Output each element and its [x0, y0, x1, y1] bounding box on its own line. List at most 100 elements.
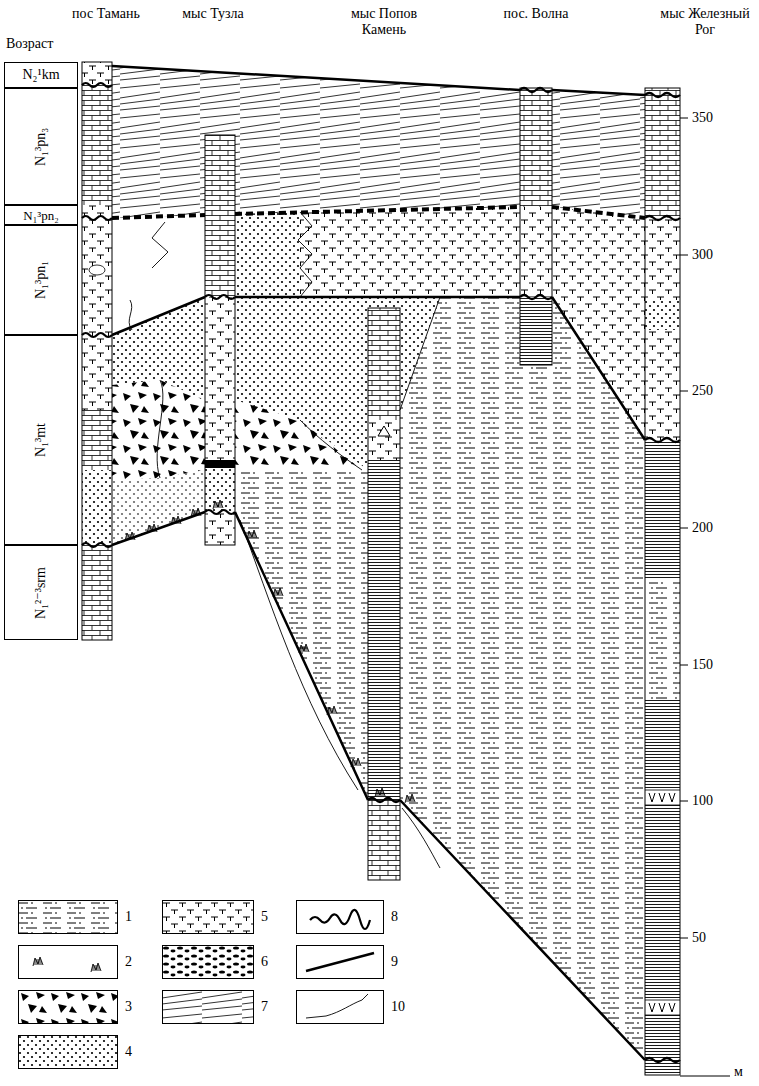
- column-ground: [205, 135, 235, 545]
- algae-symbol: [91, 963, 101, 972]
- section-column: [368, 308, 400, 880]
- clay-layer: [368, 460, 400, 800]
- column-outline: [205, 135, 235, 545]
- swatch-frame: [297, 946, 384, 979]
- clay-region: [235, 470, 368, 800]
- algae-symbol: [33, 957, 43, 966]
- scale-value: 50: [692, 930, 706, 946]
- section-column: [205, 135, 235, 545]
- legend-swatch: [296, 990, 384, 1024]
- clay-layer: [645, 440, 680, 580]
- facies-sample: [306, 994, 368, 1018]
- correlation-line: [112, 297, 645, 440]
- algae-symbol: [125, 532, 135, 541]
- swatch-frame: [297, 991, 384, 1024]
- scale-value: 300: [692, 247, 713, 263]
- pebble-horizon: [112, 207, 645, 218]
- column-ground: [520, 88, 552, 365]
- erosion-surface: [520, 88, 552, 92]
- legend-number: 7: [261, 999, 268, 1015]
- legend-swatch: [18, 900, 118, 934]
- legend-swatch: [296, 900, 384, 934]
- erosion-surface: [645, 216, 680, 220]
- algae-symbol: [273, 588, 283, 597]
- erosion-surface: [520, 295, 552, 299]
- sand-layer: [205, 468, 235, 512]
- facies-boundary: [129, 212, 440, 868]
- erosion-sample: [310, 910, 370, 929]
- age-index: N₁³pn₁: [34, 261, 48, 299]
- erosion-surface: [645, 1058, 680, 1062]
- sand-layer: [82, 470, 112, 545]
- swatch-frame: [163, 991, 254, 1024]
- ash-layer: [645, 790, 680, 805]
- marl-layer: [645, 218, 680, 300]
- limestone-layer: [645, 88, 680, 218]
- scale-ticks: [680, 118, 730, 1076]
- age-box: N₁³mt: [4, 335, 78, 545]
- facies-boundary: [157, 380, 163, 478]
- legend-number: 2: [125, 954, 132, 970]
- correlation-line: [112, 512, 645, 1060]
- legend-number: 3: [125, 999, 132, 1015]
- column-outline: [520, 88, 552, 365]
- clay-region: [400, 297, 645, 1060]
- legend-number: 9: [391, 954, 398, 970]
- age-index: N₂¹km: [22, 68, 59, 82]
- legend-number: 8: [391, 909, 398, 925]
- locality-name: мыс Тузла: [182, 6, 244, 22]
- facies-boundary: [298, 212, 312, 297]
- erosion-surface: [82, 83, 112, 87]
- locality-name: мыс Железный Рог: [657, 6, 753, 38]
- correlation-sample: [306, 953, 374, 971]
- marl-layer: [520, 207, 552, 297]
- legend-swatch: [162, 945, 254, 979]
- sand-region: [112, 470, 205, 545]
- algae-symbol: [171, 516, 181, 525]
- column-ground: [82, 62, 112, 640]
- breccia-region: [235, 400, 362, 470]
- cross-bedded-region: [112, 66, 645, 218]
- scale-tick: [680, 1076, 730, 1077]
- scale-unit: м: [734, 1064, 743, 1080]
- swatch-frame: [19, 1036, 118, 1069]
- breccia-region: [112, 380, 205, 480]
- column-ground: [645, 88, 680, 1075]
- legend-number: 4: [125, 1044, 132, 1060]
- facies-boundary: [129, 300, 132, 330]
- legend-swatch: [18, 945, 118, 979]
- swatch-frame: [19, 901, 118, 934]
- facies-boundary: [400, 297, 440, 410]
- swatch-frame: [163, 901, 254, 934]
- fossil-symbol: [378, 426, 390, 436]
- marl-layer: [368, 420, 400, 460]
- swatch-frame: [19, 946, 118, 979]
- section-column: [82, 62, 112, 640]
- legend-number: 10: [391, 999, 405, 1015]
- algae-symbol: [327, 706, 337, 715]
- facies-boundary: [300, 420, 362, 470]
- erosion-surface: [368, 798, 400, 802]
- legend-swatch: [162, 900, 254, 934]
- scale-tick: [680, 118, 688, 938]
- erosion-surface: [82, 543, 112, 547]
- scale-value: 200: [692, 520, 713, 536]
- locality-name: мыс Попов Камень: [344, 6, 424, 38]
- legend-swatch: [296, 945, 384, 979]
- erosion-surface: [645, 93, 680, 97]
- limestone-layer: [205, 135, 235, 297]
- marl-layer: [205, 512, 235, 545]
- limestone-layer: [82, 545, 112, 640]
- algae-symbol: [191, 508, 201, 517]
- algae-symbol: [405, 794, 415, 803]
- algae-symbol: [299, 644, 309, 653]
- correlation-line: [112, 66, 645, 95]
- scale-value: 150: [692, 657, 713, 673]
- column-outline: [645, 88, 680, 1075]
- marl-layer: [82, 62, 112, 85]
- age-index: N₁³mt: [34, 423, 48, 457]
- locality-name: пос. Волна: [504, 6, 569, 22]
- coal-layer: [205, 460, 235, 468]
- erosion-surface: [645, 438, 680, 442]
